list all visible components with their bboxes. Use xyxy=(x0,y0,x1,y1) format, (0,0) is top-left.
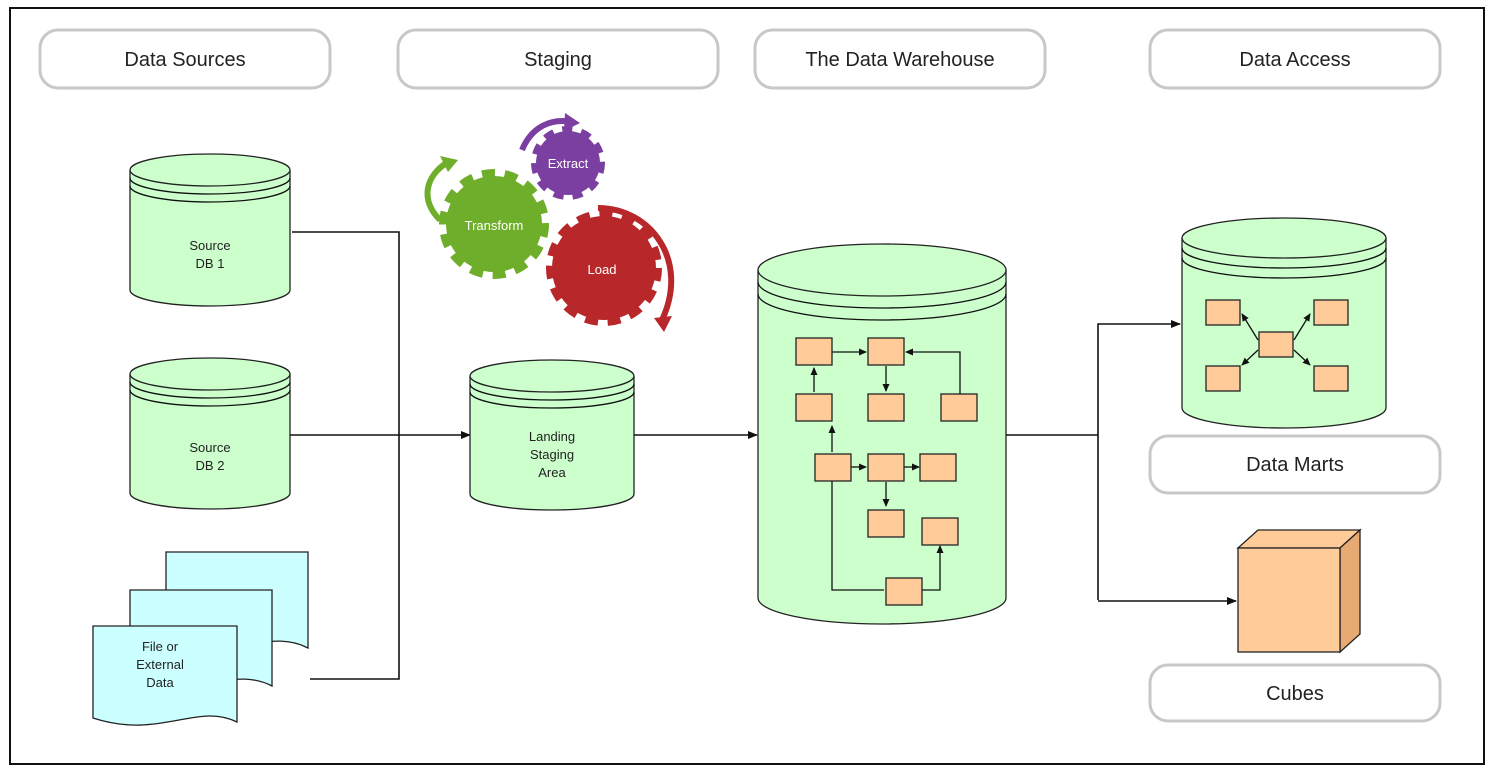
header-data-access: Data Access xyxy=(1148,28,1442,90)
entity-box xyxy=(867,453,905,482)
svg-text:Transform: Transform xyxy=(465,218,524,233)
entity-box xyxy=(1313,299,1349,326)
data-warehouse xyxy=(757,243,1007,625)
entity-box xyxy=(867,393,905,422)
entity-box xyxy=(885,577,923,606)
source-db-2: Source DB 2 xyxy=(129,357,291,510)
extract-gear-icon: Extract xyxy=(519,113,605,200)
svg-text:The Data Warehouse: The Data Warehouse xyxy=(805,49,994,71)
header-staging: Staging xyxy=(396,28,720,90)
svg-text:File or: File or xyxy=(142,639,179,654)
warehouse-schema xyxy=(795,337,978,606)
svg-text:Extract: Extract xyxy=(548,156,589,171)
entity-box xyxy=(1205,365,1241,392)
svg-text:Cubes: Cubes xyxy=(1266,683,1324,705)
data-marts-label: Data Marts xyxy=(1148,434,1442,495)
entity-box xyxy=(921,517,959,546)
header-data-sources: Data Sources xyxy=(38,28,332,90)
svg-text:Data Sources: Data Sources xyxy=(124,49,245,71)
svg-text:Load: Load xyxy=(588,262,617,277)
svg-text:DB 2: DB 2 xyxy=(196,458,225,473)
svg-text:Data Marts: Data Marts xyxy=(1246,454,1344,476)
source-db-1: Source DB 1 xyxy=(129,153,291,307)
source-connectors xyxy=(290,231,471,680)
load-gear-icon: Load xyxy=(546,205,675,332)
entity-box xyxy=(814,453,852,482)
svg-text:External: External xyxy=(136,657,184,672)
svg-text:Source: Source xyxy=(189,440,230,455)
etl-gears: Extract Transform Load xyxy=(424,113,675,332)
svg-text:Staging: Staging xyxy=(530,447,574,462)
svg-text:Data Access: Data Access xyxy=(1239,49,1350,71)
external-data-documents: File or External Data xyxy=(92,551,309,726)
entity-box xyxy=(1313,365,1349,392)
cubes-label: Cubes xyxy=(1148,663,1442,723)
transform-gear-icon: Transform xyxy=(424,156,549,279)
access-connectors xyxy=(1006,320,1237,605)
svg-text:DB 1: DB 1 xyxy=(196,256,225,271)
svg-text:Landing: Landing xyxy=(529,429,575,444)
svg-text:Source: Source xyxy=(189,238,230,253)
header-data-warehouse: The Data Warehouse xyxy=(753,28,1047,90)
landing-staging-area: Landing Staging Area xyxy=(469,359,635,511)
entity-box xyxy=(940,393,978,422)
entity-box xyxy=(867,337,905,366)
entity-box xyxy=(919,453,957,482)
data-marts-db xyxy=(1181,217,1387,429)
entity-box xyxy=(867,509,905,538)
svg-text:Area: Area xyxy=(538,465,566,480)
entity-box xyxy=(1258,331,1294,358)
star-schema xyxy=(1205,299,1349,392)
entity-box xyxy=(795,393,833,422)
cube-icon xyxy=(1236,528,1362,654)
svg-text:Data: Data xyxy=(146,675,174,690)
entity-box xyxy=(1205,299,1241,326)
entity-box xyxy=(795,337,833,366)
svg-text:Staging: Staging xyxy=(524,49,592,71)
